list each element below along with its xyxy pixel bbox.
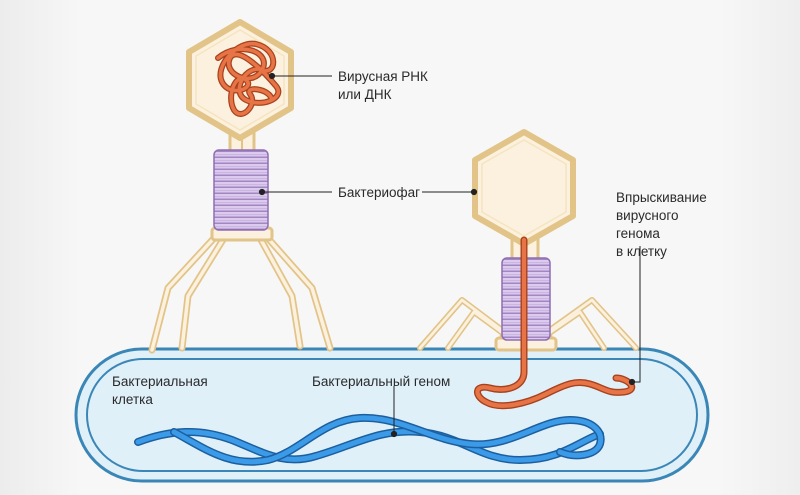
bacteriophage-right: [417, 129, 639, 352]
bacterial-genome: [134, 413, 605, 466]
label-bacteriophage: Бактериофаг: [338, 185, 420, 200]
label-viral-genome: Вирусная РНК или ДНК: [338, 69, 432, 102]
viral-genome-in-capsid: [215, 40, 282, 117]
leader-lines: [258, 72, 641, 438]
label-injection: Впрыскивание вирусного генома в клетку: [616, 190, 711, 259]
label-bacterial-cell: Бактериальная клетка: [112, 374, 211, 407]
bacteriophage-left: [148, 19, 334, 354]
injected-viral-genome: [474, 236, 636, 410]
bacterial-cell: [74, 347, 710, 483]
label-bacterial-genome: Бактериальный геном: [312, 374, 450, 389]
